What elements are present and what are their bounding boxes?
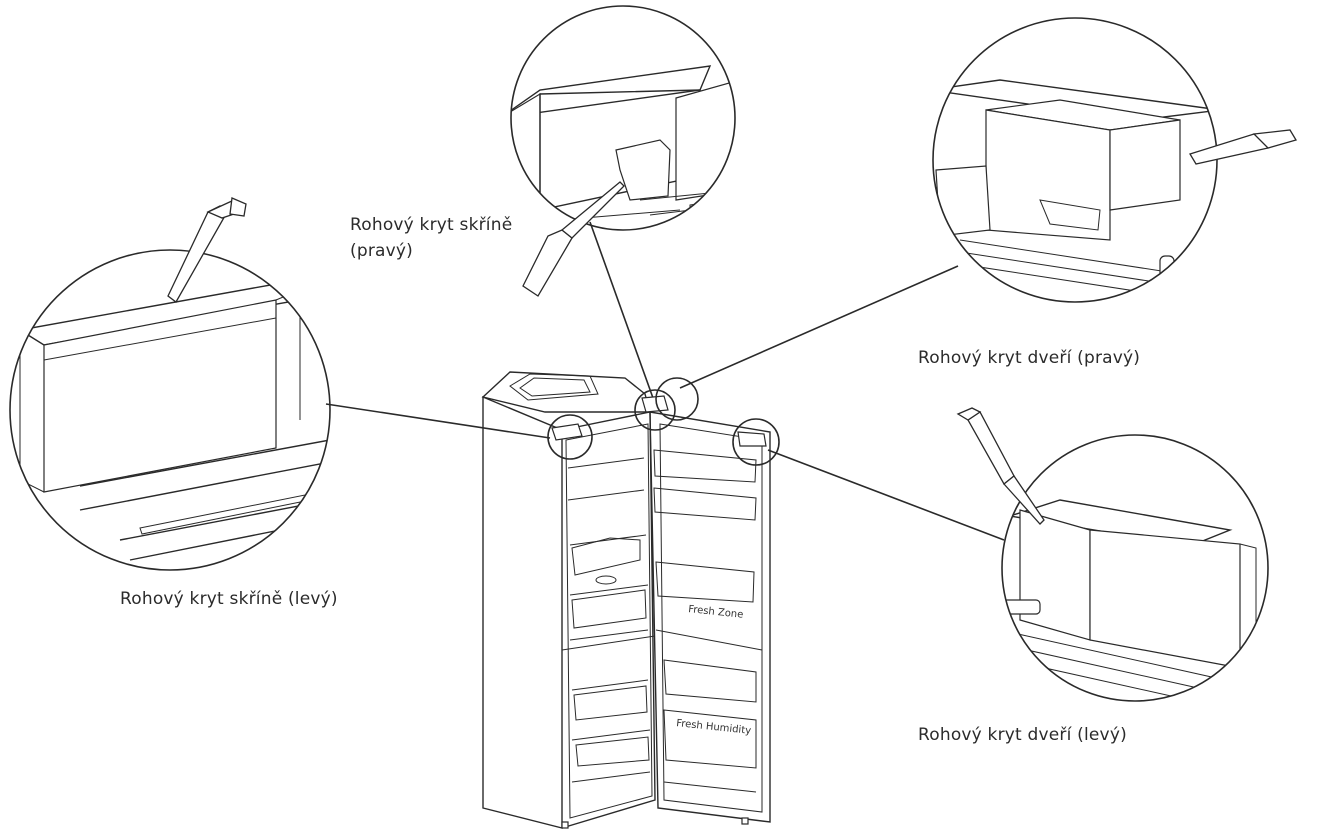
screwdriver-icon-2 [522, 181, 625, 297]
screwdriver-icon-3 [1189, 129, 1297, 165]
screwdriver-icon [167, 197, 247, 303]
detail-door-right [932, 17, 1297, 303]
label-cabinet-corner-cover-left: Rohový kryt skříně (levý) [120, 589, 338, 609]
label-door-corner-cover-left: Rohový kryt dveří (levý) [918, 725, 1127, 745]
detail-cabinet-left [9, 197, 331, 571]
screwdriver-icon-4 [956, 407, 1045, 525]
detail-door-left [956, 407, 1269, 702]
fresh-humidity-label: Fresh Humidity [676, 718, 752, 737]
refrigerator [481, 371, 780, 829]
leader-lines [325, 221, 1005, 541]
fresh-zone-label: Fresh Zone [688, 604, 744, 621]
detail-cabinet-right [510, 5, 736, 297]
label-door-corner-cover-right: Rohový kryt dveří (pravý) [918, 348, 1141, 368]
label-cabinet-corner-cover-right: Rohový kryt skříně (pravý) [350, 215, 513, 261]
